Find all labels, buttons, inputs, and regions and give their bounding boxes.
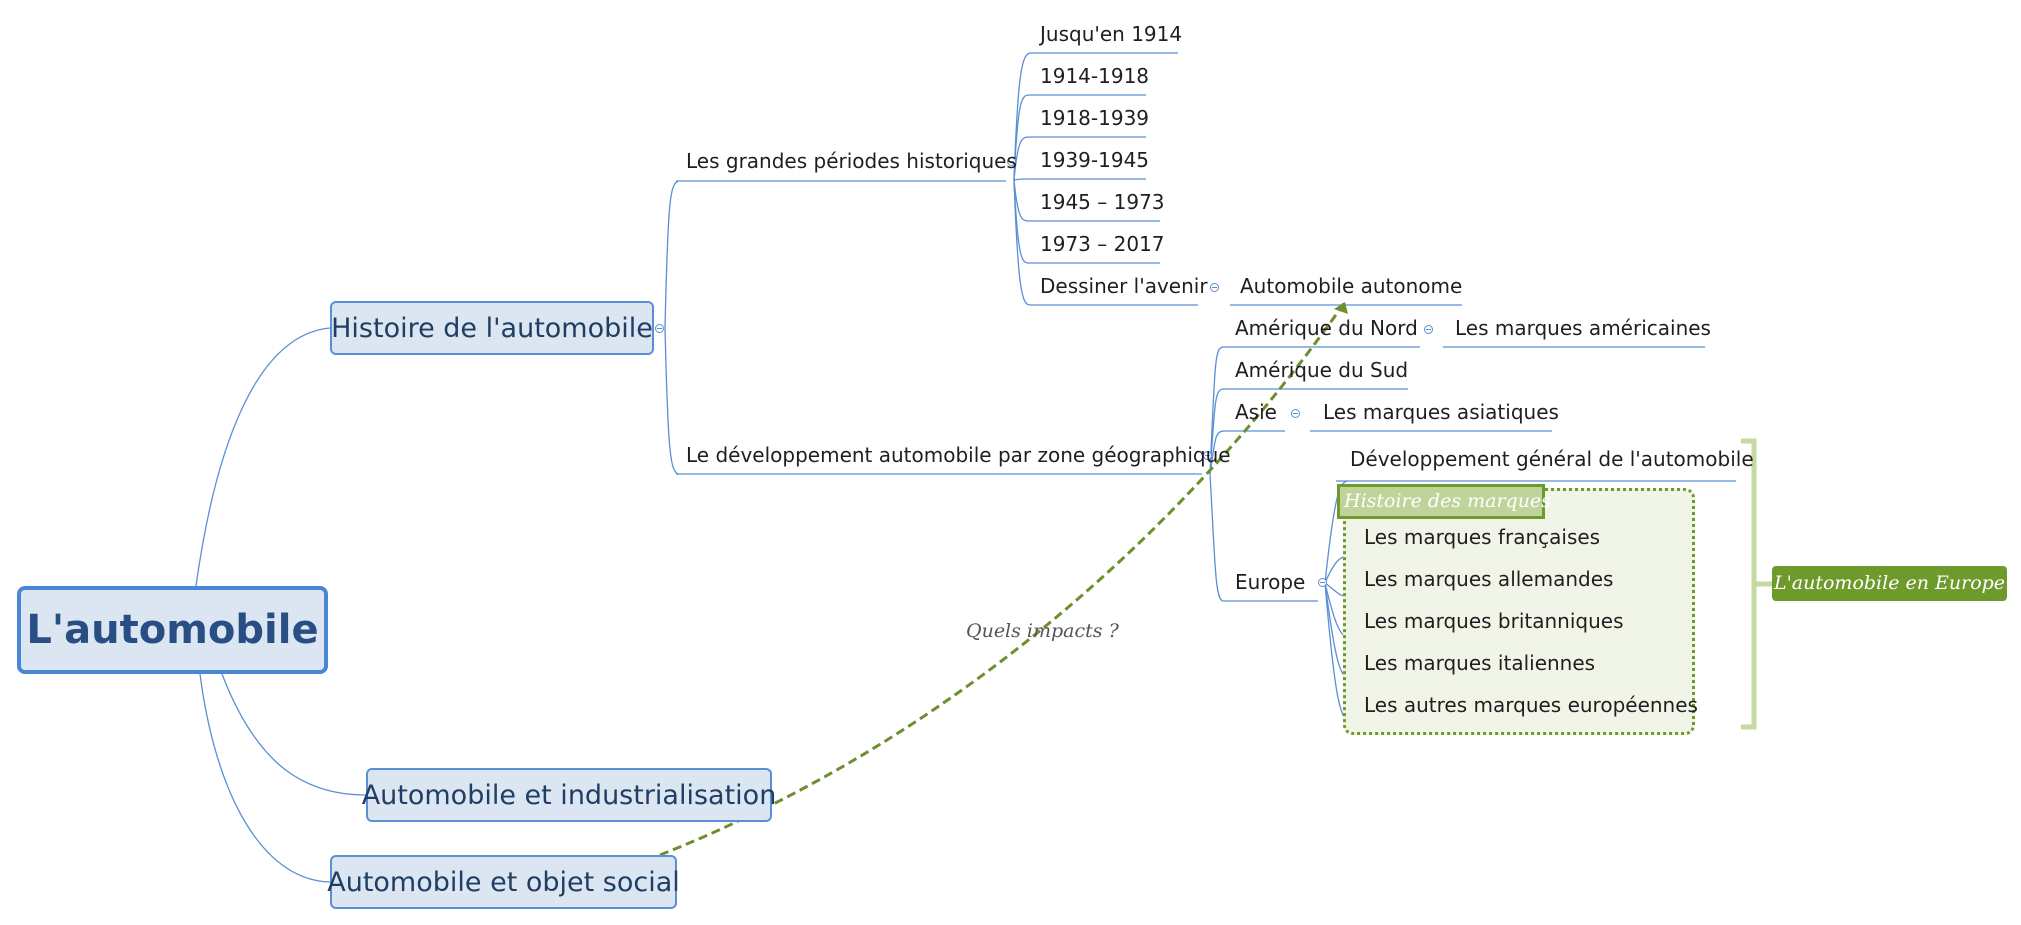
topic-automobile-autonome[interactable]: Automobile autonome bbox=[1240, 274, 1463, 298]
summary-topic[interactable]: L'automobile en Europe bbox=[1772, 566, 2007, 601]
collapse-toggle-europe[interactable] bbox=[1318, 578, 1327, 587]
relationship-label[interactable]: Quels impacts ? bbox=[966, 620, 1119, 642]
topic-amerique-nord[interactable]: Amérique du Nord bbox=[1235, 316, 1418, 340]
collapse-toggle-avenir[interactable] bbox=[1210, 283, 1219, 292]
root-topic[interactable]: L'automobile bbox=[17, 586, 328, 674]
summary-bracket bbox=[1741, 438, 1772, 730]
period-item[interactable]: 1945 – 1973 bbox=[1040, 190, 1165, 214]
topic-marque-europe[interactable]: Les marques françaises bbox=[1364, 525, 1601, 549]
period-item[interactable]: 1939-1945 bbox=[1040, 148, 1150, 172]
relationship-arrowhead bbox=[1334, 302, 1348, 314]
topic-zone-geographique[interactable]: Le développement automobile par zone géo… bbox=[686, 443, 1231, 467]
topic-marque-europe[interactable]: Les marques britanniques bbox=[1364, 609, 1624, 633]
collapse-toggle-periodes[interactable] bbox=[1007, 157, 1016, 166]
topic-marque-europe[interactable]: Les autres marques européennes bbox=[1364, 693, 1698, 717]
period-item[interactable]: Dessiner l'avenir bbox=[1040, 274, 1208, 298]
period-item[interactable]: 1914-1918 bbox=[1040, 64, 1150, 88]
boundary-title[interactable]: Histoire des marques bbox=[1337, 484, 1551, 519]
topic-marque-europe[interactable]: Les marques allemandes bbox=[1364, 567, 1614, 591]
boundary-histoire-marques bbox=[1343, 488, 1695, 735]
period-item[interactable]: 1973 – 2017 bbox=[1040, 232, 1165, 256]
branch-objet-social[interactable]: Automobile et objet social bbox=[327, 855, 680, 909]
topic-amerique-sud[interactable]: Amérique du Sud bbox=[1235, 358, 1409, 382]
topic-marques-americaines[interactable]: Les marques américaines bbox=[1455, 316, 1711, 340]
period-item[interactable]: 1918-1939 bbox=[1040, 106, 1150, 130]
period-item[interactable]: Jusqu'en 1914 bbox=[1040, 22, 1183, 46]
topic-developpement-general[interactable]: Développement général de l'automobile bbox=[1350, 447, 1754, 471]
topic-marque-europe[interactable]: Les marques italiennes bbox=[1364, 651, 1596, 675]
branch-histoire[interactable]: Histoire de l'automobile bbox=[330, 301, 654, 355]
topic-europe[interactable]: Europe bbox=[1235, 570, 1306, 594]
topic-marques-asiatiques[interactable]: Les marques asiatiques bbox=[1323, 400, 1559, 424]
collapse-toggle-histoire[interactable] bbox=[655, 324, 664, 333]
topic-asie[interactable]: Asie bbox=[1235, 400, 1277, 424]
collapse-toggle-asie[interactable] bbox=[1291, 409, 1300, 418]
collapse-toggle-amerique-nord[interactable] bbox=[1424, 325, 1433, 334]
topic-grandes-periodes[interactable]: Les grandes périodes historiques bbox=[686, 149, 1017, 173]
collapse-toggle-zones[interactable] bbox=[1203, 451, 1212, 460]
branch-industrialisation[interactable]: Automobile et industrialisation bbox=[362, 768, 776, 822]
